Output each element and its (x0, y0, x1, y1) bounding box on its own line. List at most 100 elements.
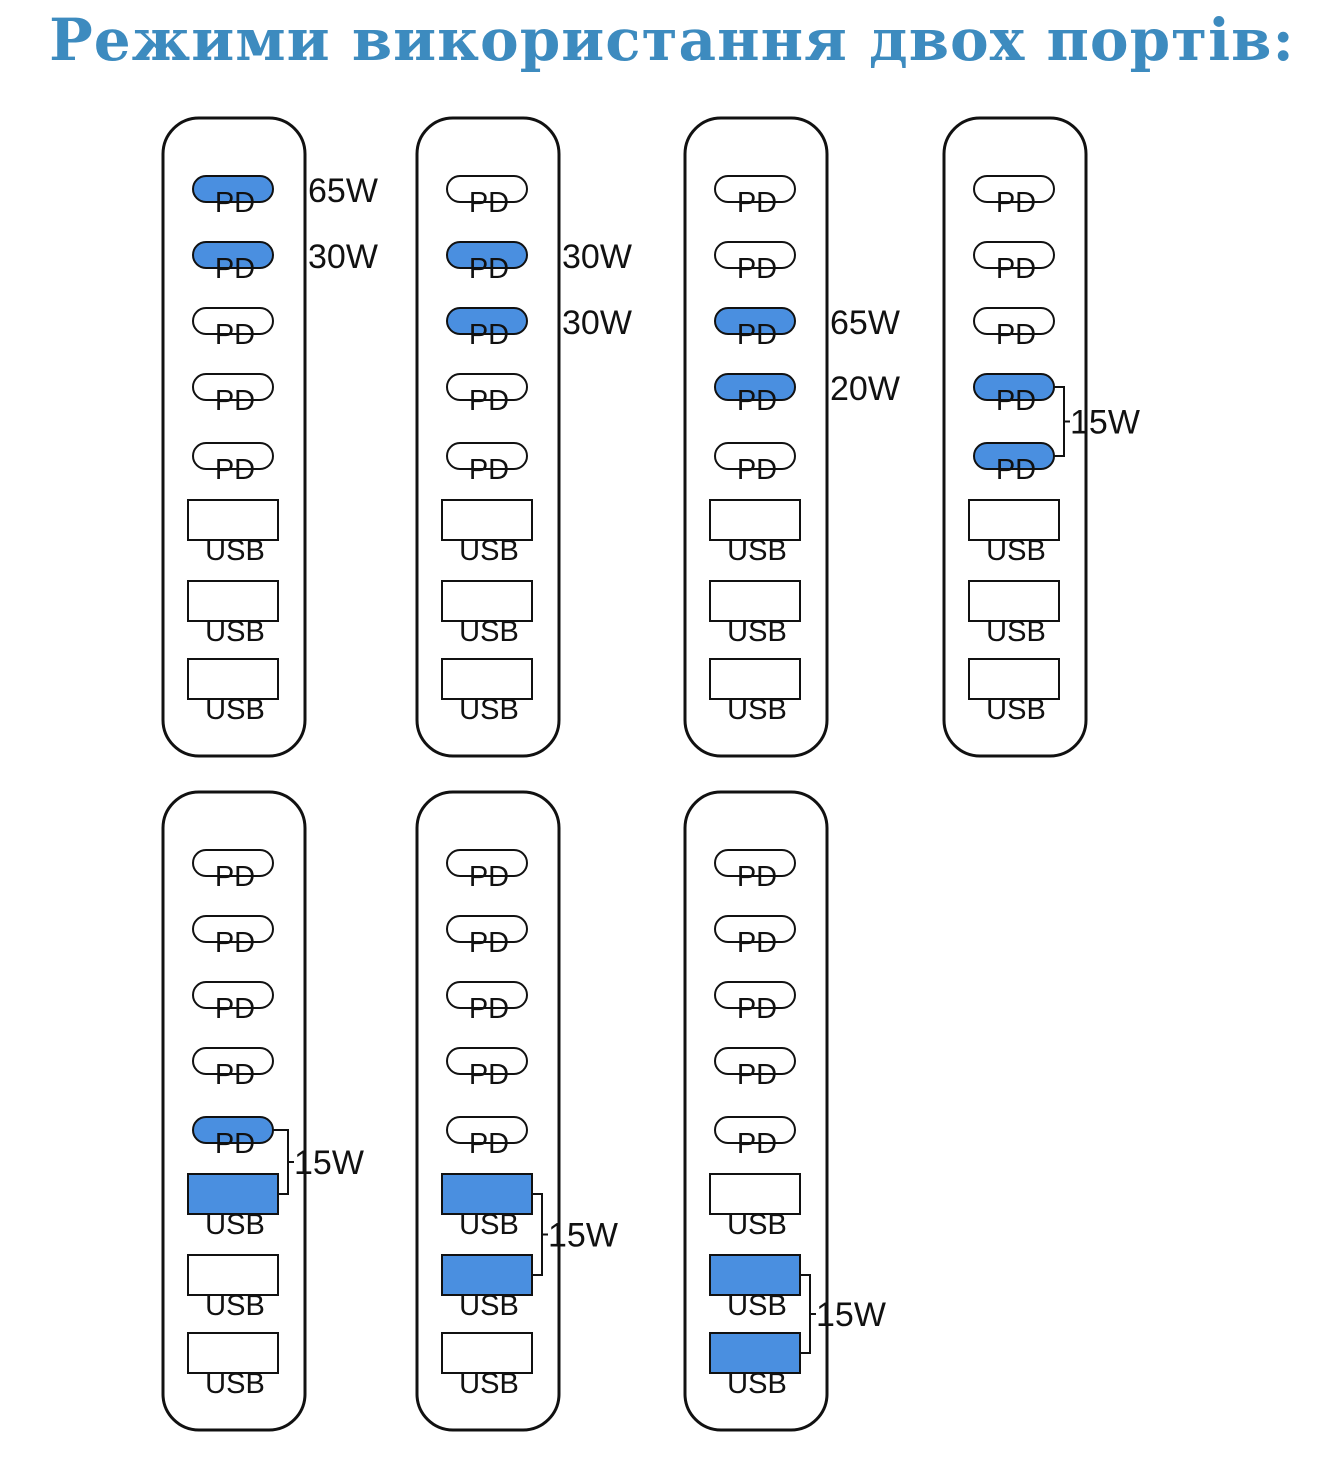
pd-port (714, 1047, 796, 1075)
pd-port-label: PD (469, 927, 509, 959)
usb-port (709, 1173, 801, 1215)
usb-port-label: USB (459, 1209, 519, 1241)
usb-port-label: USB (727, 616, 787, 648)
pd-port-label: PD (469, 1128, 509, 1160)
pd-port (446, 373, 528, 401)
pd-port-label: PD (737, 187, 777, 219)
pd-port (446, 915, 528, 943)
pd-port-label: PD (215, 385, 255, 417)
usb-port-label: USB (205, 1368, 265, 1400)
pd-port-active (714, 373, 796, 401)
pd-port-label: PD (737, 319, 777, 351)
usb-port-label: USB (727, 694, 787, 726)
usb-port (187, 499, 279, 541)
pd-port (192, 849, 274, 877)
pd-port (973, 175, 1055, 203)
usb-port (709, 658, 801, 700)
pd-port-label: PD (737, 385, 777, 417)
pd-port (446, 849, 528, 877)
usb-port (441, 658, 533, 700)
pd-port-label: PD (215, 187, 255, 219)
pd-port-label: PD (737, 253, 777, 285)
pd-port-label: PD (469, 1059, 509, 1091)
pd-port-label: PD (215, 1128, 255, 1160)
port-wattage-label: 20W (830, 370, 900, 408)
usb-port-label: USB (727, 1290, 787, 1322)
port-wattage-label: 30W (562, 304, 632, 342)
pd-port (714, 1116, 796, 1144)
pd-port (714, 175, 796, 203)
usb-port (709, 580, 801, 622)
port-wattage-label: 30W (562, 238, 632, 276)
pd-port-active (446, 307, 528, 335)
pd-port-label: PD (469, 187, 509, 219)
usb-port (968, 658, 1060, 700)
pd-port (192, 442, 274, 470)
usb-port (968, 499, 1060, 541)
pd-port-label: PD (215, 319, 255, 351)
usb-port-active (441, 1173, 533, 1215)
usb-port-label: USB (727, 1209, 787, 1241)
usb-port-label: USB (205, 535, 265, 567)
pd-port-label: PD (215, 454, 255, 486)
usb-port (187, 1254, 279, 1296)
pd-port-label: PD (215, 927, 255, 959)
usb-port-label: USB (986, 694, 1046, 726)
usb-port-active (709, 1332, 801, 1374)
usb-port (187, 658, 279, 700)
pd-port (192, 307, 274, 335)
usb-port (441, 499, 533, 541)
pd-port (446, 981, 528, 1009)
shared-wattage-label: 15W (294, 1144, 364, 1182)
pd-port (714, 915, 796, 943)
pd-port-label: PD (469, 861, 509, 893)
usb-port-label: USB (459, 694, 519, 726)
pd-port (973, 241, 1055, 269)
usb-port-active (441, 1254, 533, 1296)
pd-port (192, 981, 274, 1009)
pd-port-label: PD (996, 385, 1036, 417)
port-wattage-label: 30W (308, 238, 378, 276)
pd-port (446, 1116, 528, 1144)
pd-port-label: PD (469, 993, 509, 1025)
shared-wattage-label: 15W (816, 1296, 886, 1334)
usb-port-label: USB (727, 1368, 787, 1400)
pd-port-label: PD (215, 993, 255, 1025)
pd-port-label: PD (737, 1059, 777, 1091)
pd-port (192, 373, 274, 401)
pd-port (973, 307, 1055, 335)
page-title: Режими використання двох портів: (49, 6, 1295, 74)
pd-port (446, 175, 528, 203)
pd-port-label: PD (469, 385, 509, 417)
usb-port (441, 1332, 533, 1374)
shared-wattage-label: 15W (1070, 404, 1140, 442)
pd-port-label: PD (215, 1059, 255, 1091)
pd-port-active (192, 241, 274, 269)
usb-port (968, 580, 1060, 622)
pd-port (714, 241, 796, 269)
pd-port-label: PD (996, 187, 1036, 219)
usb-port-label: USB (986, 616, 1046, 648)
pd-port-label: PD (996, 319, 1036, 351)
usb-port-label: USB (459, 1290, 519, 1322)
pd-port (446, 1047, 528, 1075)
usb-port-label: USB (205, 1209, 265, 1241)
port-wattage-label: 65W (308, 172, 378, 210)
pd-port-label: PD (215, 253, 255, 285)
pd-port (192, 1047, 274, 1075)
pd-port-label: PD (737, 927, 777, 959)
pd-port (446, 442, 528, 470)
pd-port (714, 849, 796, 877)
pd-port-label: PD (469, 319, 509, 351)
pd-port-label: PD (737, 993, 777, 1025)
usb-port-label: USB (205, 694, 265, 726)
usb-port (187, 580, 279, 622)
usb-port-label: USB (986, 535, 1046, 567)
pd-port-label: PD (737, 1128, 777, 1160)
